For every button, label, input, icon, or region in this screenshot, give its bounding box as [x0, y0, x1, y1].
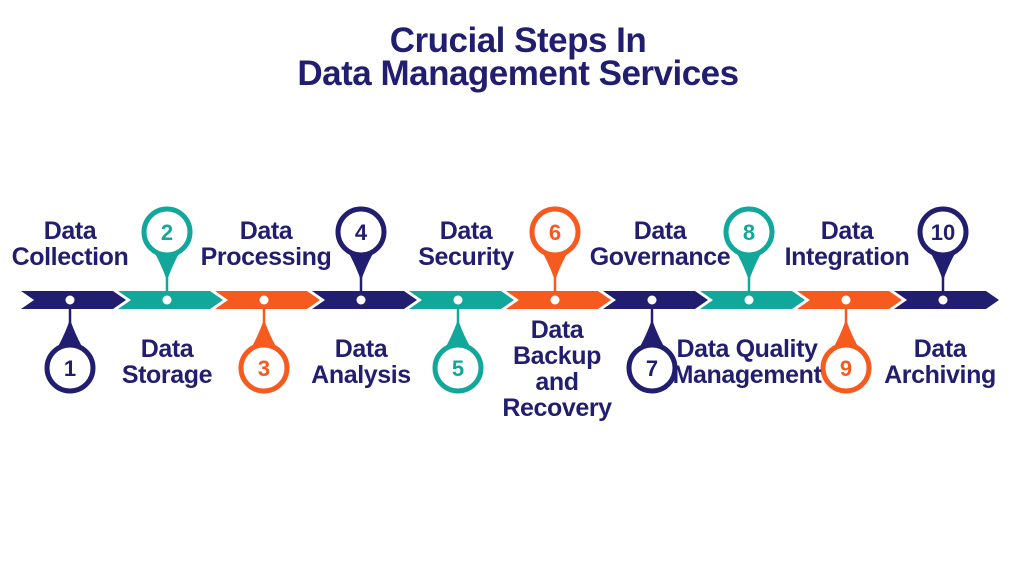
title-line-2: Data Management Services	[297, 54, 739, 93]
label-line: Data	[43, 217, 97, 245]
step-number: 4	[355, 220, 368, 245]
label-line: Storage	[121, 361, 213, 389]
label-data-archiving: Data Archiving	[884, 336, 996, 388]
label-line: Data	[239, 217, 293, 245]
step-number: 2	[161, 220, 173, 245]
step-pin-1: 1	[44, 300, 96, 394]
pin-circle	[432, 342, 484, 394]
label-line: Data	[633, 217, 687, 245]
pin-circle	[335, 206, 387, 258]
pin-circle	[141, 206, 193, 258]
timeline-dot	[259, 295, 269, 305]
label-data-quality-management: Data Quality Management	[673, 336, 822, 388]
timeline-dot	[647, 295, 657, 305]
timeline-dot	[744, 295, 754, 305]
page-title: Crucial Steps In Data Management Service…	[6, 21, 1024, 93]
timeline-dot	[550, 295, 560, 305]
title-line-1: Crucial Steps In	[389, 21, 647, 60]
label-data-governance: Data Governance	[590, 218, 731, 270]
label-data-storage: Data Storage	[121, 335, 213, 389]
label-line: Data	[820, 217, 874, 245]
label-line: Recovery	[502, 394, 612, 422]
step-number: 10	[931, 220, 955, 245]
step-pin-3: 3	[238, 300, 290, 394]
label-line: Data Quality	[676, 335, 818, 363]
label-data-security: Data Security	[418, 217, 514, 271]
label-line: Security	[418, 243, 514, 271]
pin-circle	[723, 206, 775, 258]
label-line: Management	[672, 361, 822, 389]
step-pin-8: 8	[723, 206, 775, 300]
step-pin-5: 5	[432, 300, 484, 394]
step-number: 8	[743, 220, 755, 245]
label-line: Governance	[589, 243, 731, 271]
timeline-dot	[938, 295, 948, 305]
step-pin-4: 4	[335, 206, 387, 300]
pin-circle	[529, 206, 581, 258]
step-number: 9	[840, 356, 852, 381]
step-pin-9: 9	[820, 300, 872, 394]
label-data-integration: Data Integration	[785, 218, 910, 270]
step-pin-2: 2	[141, 206, 193, 300]
timeline-dots	[65, 295, 948, 305]
pin-circle	[917, 206, 969, 258]
label-data-backup-and-recovery: Data Backup and Recovery	[502, 316, 612, 422]
label-line: Integration	[784, 243, 910, 271]
label-line: Processing	[200, 243, 332, 271]
step-pin-6: 6	[529, 206, 581, 300]
pin-circle	[44, 342, 96, 394]
label-line: Data	[439, 217, 493, 245]
label-data-collection: Data Collection	[12, 218, 129, 270]
label-line: and	[535, 368, 579, 396]
label-line: Data	[530, 316, 584, 344]
label-line: Data	[140, 335, 194, 363]
step-number: 1	[64, 356, 76, 381]
pin-circle	[626, 342, 678, 394]
step-pin-7: 7	[626, 300, 678, 394]
timeline-dot	[162, 295, 172, 305]
step-number: 3	[258, 356, 270, 381]
label-line: Data	[913, 335, 967, 363]
pin-circle	[238, 342, 290, 394]
step-number: 7	[646, 356, 658, 381]
label-line: Backup	[513, 342, 601, 370]
pin-circle	[820, 342, 872, 394]
timeline-dot	[453, 295, 463, 305]
label-line: Collection	[11, 243, 129, 271]
timeline-dot	[841, 295, 851, 305]
step-number: 5	[452, 356, 464, 381]
label-line: Analysis	[311, 361, 411, 389]
label-line: Archiving	[884, 361, 996, 389]
step-pin-10: 10	[917, 206, 969, 300]
label-line: Data	[334, 335, 388, 363]
timeline-dot	[356, 295, 366, 305]
step-number: 6	[549, 220, 561, 245]
label-data-analysis: Data Analysis	[311, 336, 411, 388]
timeline-dot	[65, 295, 75, 305]
label-data-processing: Data Processing	[201, 218, 332, 270]
